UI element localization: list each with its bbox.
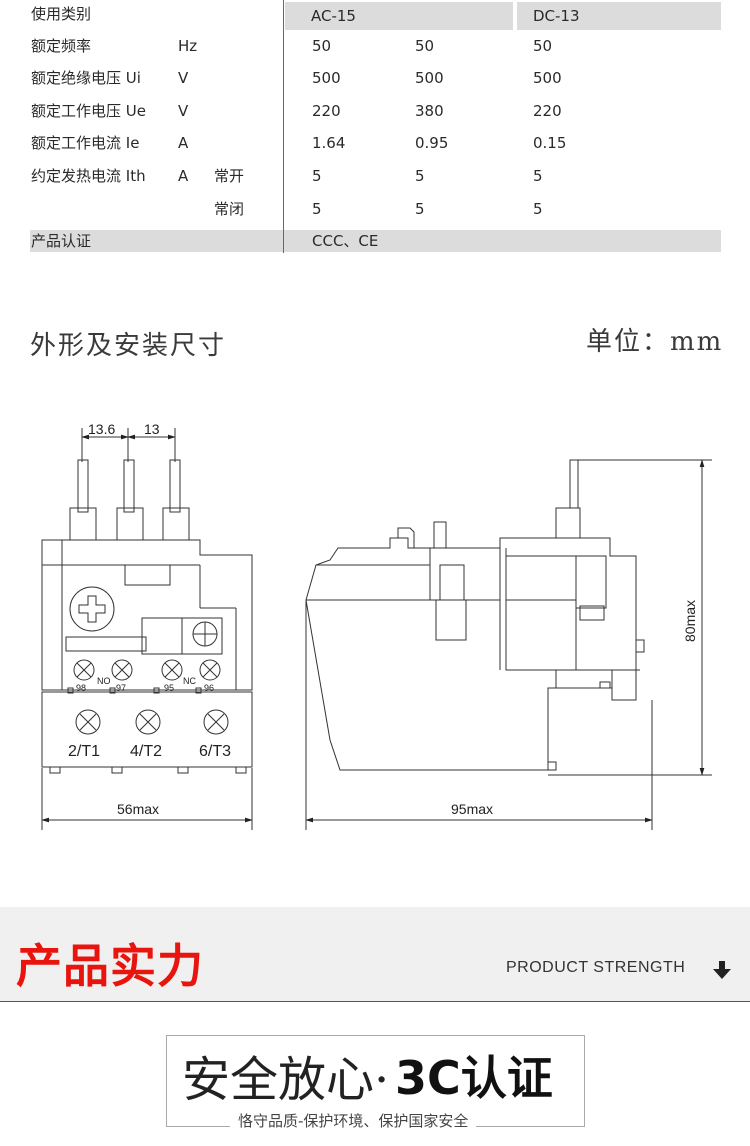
row-unit: A xyxy=(178,167,189,185)
row-sub: 常开 xyxy=(214,167,245,185)
row-label: 额定工作电流 Ie xyxy=(31,134,140,152)
pitch-label-2: 13 xyxy=(144,421,160,437)
contact-label-97: 97 xyxy=(116,683,126,693)
header-band-dc xyxy=(517,2,721,30)
width-label: 56max xyxy=(117,801,159,817)
row-value: 380 xyxy=(415,102,444,120)
dimensions-title: 外形及安装尺寸 xyxy=(30,331,227,361)
contact-label-98: 98 xyxy=(76,683,86,693)
row-value: 5 xyxy=(312,167,322,185)
row-value: 500 xyxy=(533,69,562,87)
footer-band xyxy=(30,230,721,252)
contact-label-95: 95 xyxy=(164,683,174,693)
contact-label-96: 96 xyxy=(204,683,214,693)
terminal-label: 6/T3 xyxy=(199,743,231,760)
dimension-drawing: 13.6 13 NO NC 98 97 95 96 2/T1 4/T2 6/T3… xyxy=(41,421,712,830)
cert-title-a: 安全放心· xyxy=(182,1052,390,1108)
row-value: 220 xyxy=(312,102,341,120)
cert-title-b: 3C认证 xyxy=(395,1051,553,1105)
terminal-label: 2/T1 xyxy=(68,743,100,760)
header-dc: DC-13 xyxy=(533,7,580,25)
row-label: 约定发热电流 Ith xyxy=(31,167,146,185)
header-label: 使用类别 xyxy=(31,5,92,23)
row-label: 额定绝缘电压 Ui xyxy=(31,69,141,87)
row-value: 500 xyxy=(415,69,444,87)
row-value: 1.64 xyxy=(312,134,346,152)
arrow-down-icon xyxy=(713,961,731,979)
contact-label-no: NO xyxy=(97,676,111,686)
row-value: 50 xyxy=(533,37,553,55)
row-unit: V xyxy=(178,69,189,87)
pitch-label-1: 13.6 xyxy=(88,421,115,437)
row-value: 5 xyxy=(533,167,543,185)
cert-subtitle: 恪守品质-保护环境、保护国家安全 xyxy=(230,1110,477,1131)
table-divider xyxy=(283,0,284,253)
row-label: 额定工作电压 Ue xyxy=(31,102,146,120)
terminal-label: 4/T2 xyxy=(130,743,162,760)
row-value: 0.95 xyxy=(415,134,449,152)
strength-subtitle: PRODUCT STRENGTH xyxy=(506,959,686,976)
footer-value: CCC、CE xyxy=(312,232,379,250)
row-unit: V xyxy=(178,102,189,120)
row-value: 50 xyxy=(415,37,435,55)
strength-band xyxy=(0,907,750,1002)
row-value: 5 xyxy=(533,200,543,218)
header-band-ac xyxy=(285,2,513,30)
strength-title: 产品实力 xyxy=(16,939,204,993)
footer-label: 产品认证 xyxy=(31,232,92,250)
depth-label: 95max xyxy=(451,801,493,817)
row-sub: 常闭 xyxy=(214,200,245,218)
row-value: 5 xyxy=(415,167,425,185)
header-ac: AC-15 xyxy=(311,7,356,25)
row-value: 5 xyxy=(312,200,322,218)
unit-label: 单位：mm xyxy=(586,327,724,357)
row-unit: Hz xyxy=(178,37,198,55)
front-view xyxy=(41,428,253,830)
row-unit: A xyxy=(178,134,189,152)
height-label: 80max xyxy=(682,600,698,642)
contact-label-nc: NC xyxy=(183,676,196,686)
row-value: 220 xyxy=(533,102,562,120)
row-label: 额定频率 xyxy=(31,37,92,55)
row-value: 5 xyxy=(415,200,425,218)
row-value: 0.15 xyxy=(533,134,567,152)
row-value: 500 xyxy=(312,69,341,87)
side-view xyxy=(305,459,712,830)
row-value: 50 xyxy=(312,37,332,55)
